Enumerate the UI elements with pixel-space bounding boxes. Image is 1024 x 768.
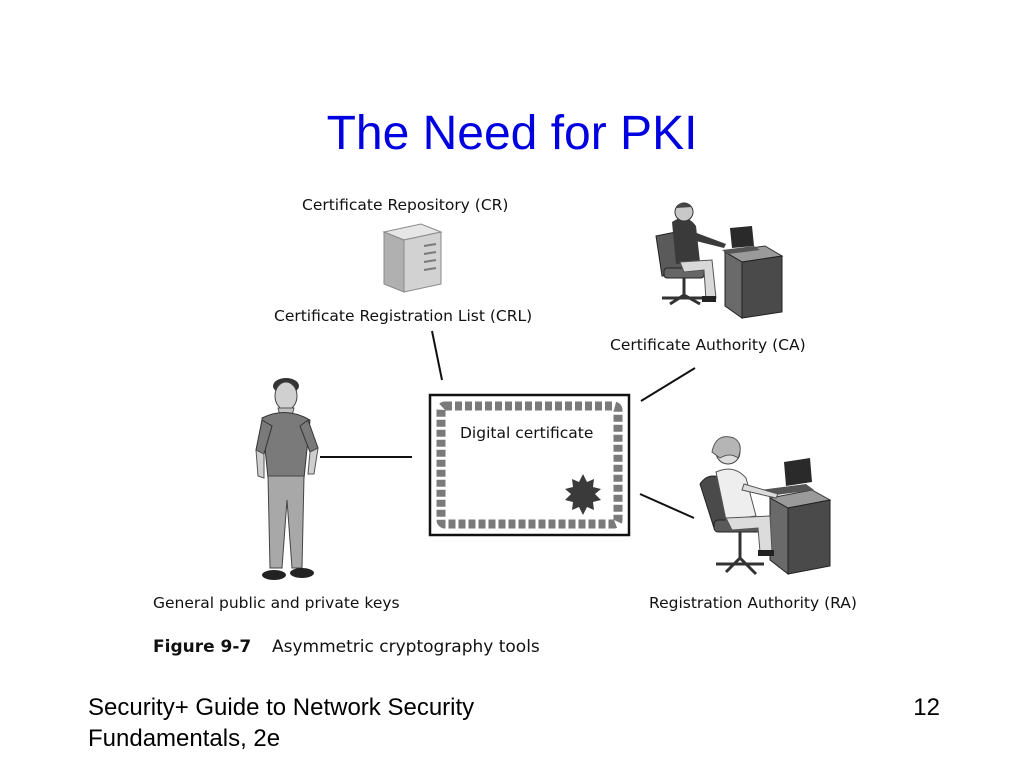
- laptop-icon: [784, 458, 812, 486]
- footer-book-title: Security+ Guide to Network Security Fund…: [88, 692, 474, 754]
- repository-label: Certificate Repository (CR): [302, 196, 508, 214]
- footer-line-1: Security+ Guide to Network Security: [88, 694, 475, 721]
- server-icon: [382, 223, 443, 293]
- ra-label: Registration Authority (RA): [649, 594, 857, 612]
- slide-title: The Need for PKI: [326, 107, 698, 160]
- ca-workstation: [655, 202, 784, 319]
- ra-workstation: [699, 436, 832, 576]
- public-keys-label: General public and private keys: [153, 594, 400, 612]
- connector-ra: [639, 493, 695, 519]
- digital-certificate: Digital certificate: [428, 393, 631, 537]
- figure-caption: Figure 9-7 Asymmetric cryptography tools: [153, 637, 540, 657]
- crl-label: Certificate Registration List (CRL): [274, 307, 532, 325]
- caption-number: Figure 9-7: [153, 637, 251, 657]
- connector-ca: [640, 367, 696, 402]
- caption-text: Asymmetric cryptography tools: [272, 637, 540, 657]
- seal-icon: [565, 474, 601, 515]
- connector-crl: [431, 330, 443, 381]
- person-icon: [255, 378, 319, 580]
- laptop-icon: [730, 226, 754, 248]
- certificate-label: Digital certificate: [460, 424, 593, 442]
- page-number: 12: [913, 694, 940, 721]
- footer-line-2: Fundamentals, 2e: [88, 725, 281, 752]
- ca-label: Certificate Authority (CA): [610, 336, 806, 354]
